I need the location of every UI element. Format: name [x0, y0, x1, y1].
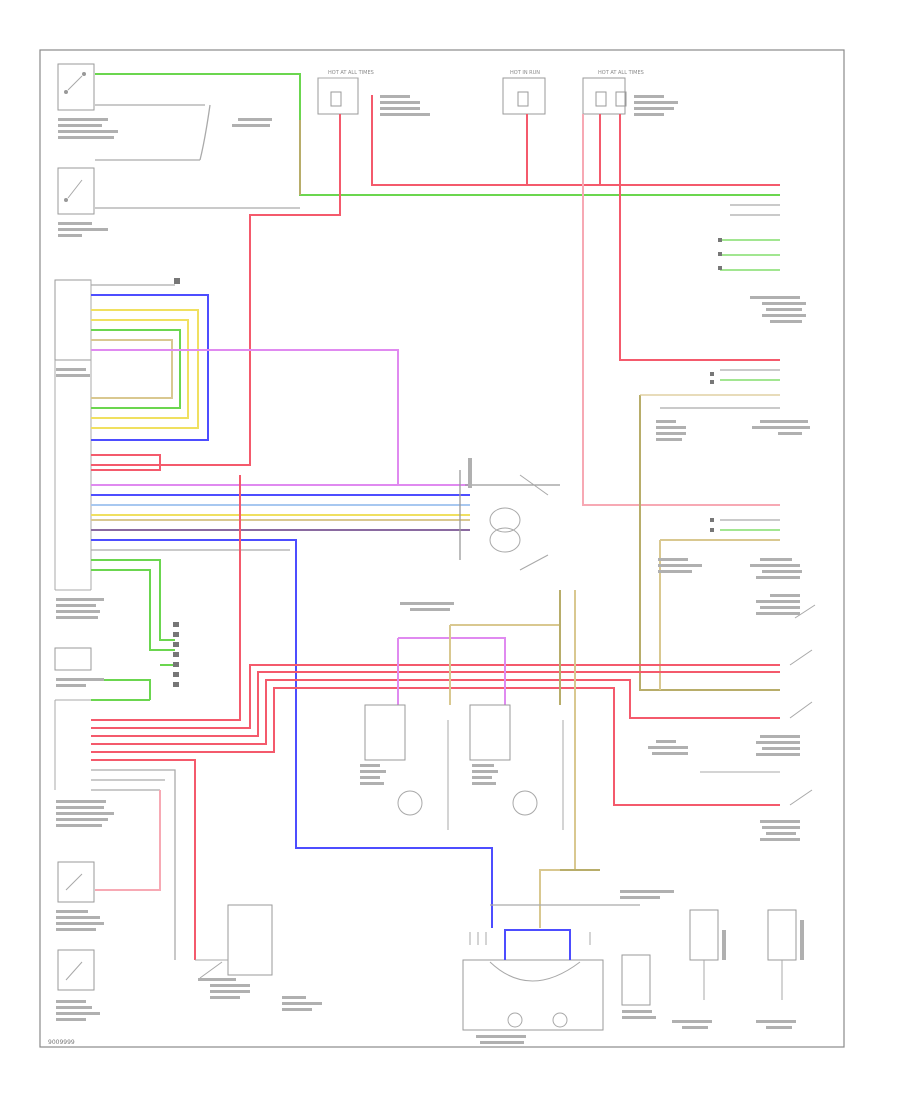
trunk-lock-box: [621, 954, 651, 1006]
door-lock-motor-unit: [462, 929, 604, 1031]
lock-actuator-left: [689, 909, 719, 1000]
connector-dots: [173, 238, 722, 687]
center-relay: [489, 474, 549, 571]
mirror-switch-right: [469, 704, 564, 830]
rear-relay-box: [195, 904, 273, 979]
driver-door-switch-box: [57, 167, 95, 215]
fuse-block-left: HOT AT ALL TIMES: [317, 70, 374, 115]
mirror-switch-left: [364, 704, 449, 830]
wire-red-main: [100, 114, 341, 466]
fuse-block-center: HOT IN RUN HOT AT ALL TIMES: [502, 70, 644, 115]
left-control-module: [54, 279, 92, 591]
right-switch-stack: [700, 604, 816, 806]
wire-green-top: [95, 73, 780, 196]
diagram-frame: [39, 49, 845, 1048]
wire-blue-loop: [91, 294, 209, 441]
lock-actuator-right: [767, 909, 797, 1000]
svg-text:HOT IN RUN: HOT IN RUN: [510, 70, 540, 76]
ignition-switch-box: [57, 63, 95, 111]
figure-code: 9009999: [48, 1039, 75, 1046]
svg-text:HOT AT ALL TIMES: HOT AT ALL TIMES: [328, 70, 374, 76]
lower-left-module: [54, 647, 92, 790]
wire-blue-long: [91, 539, 493, 928]
left-switch-stack: [57, 861, 95, 991]
svg-text:HOT AT ALL TIMES: HOT AT ALL TIMES: [598, 70, 644, 76]
wire-violet: [91, 349, 399, 485]
component-label-marks: [56, 95, 810, 1044]
